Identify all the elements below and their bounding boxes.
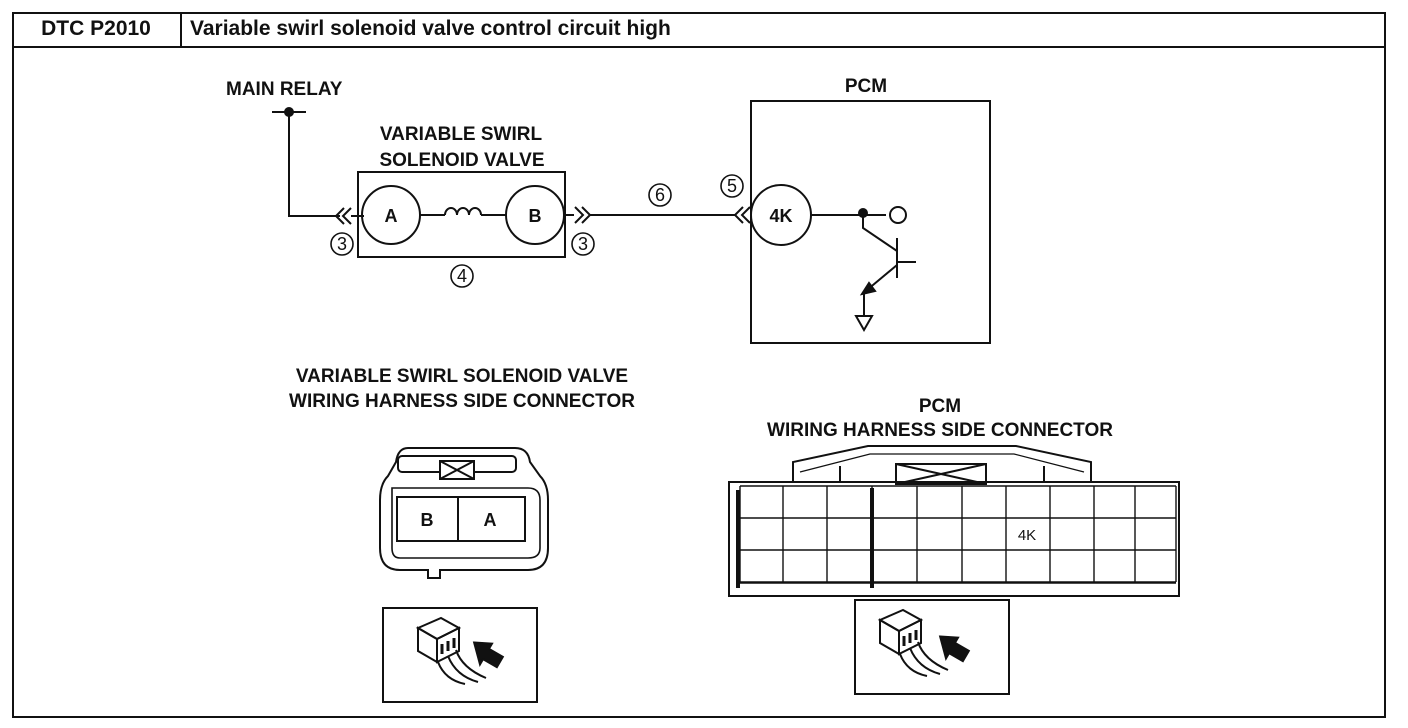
- valve-view-direction-icon: [382, 607, 538, 703]
- view-arrow-icon: [472, 641, 505, 669]
- right-connector-symbol: [574, 206, 585, 224]
- svg-text:6: 6: [655, 185, 665, 205]
- valve-label-line-1: VARIABLE SWIRL: [380, 124, 543, 145]
- pcm-connector-title-2: WIRING HARNESS SIDE CONNECTOR: [767, 420, 1113, 441]
- pcm-connector-drawing: [728, 445, 1180, 597]
- dtc-title: Variable swirl solenoid valve control ci…: [190, 17, 671, 40]
- svg-text:4: 4: [457, 266, 467, 286]
- left-connector-symbol: [334, 207, 345, 225]
- pcm-view-direction-icon: [854, 599, 1010, 695]
- valve-connector-pin-a: A: [484, 510, 497, 530]
- pcm-connector-pin-4k: 4K: [1018, 527, 1036, 544]
- callout-left-connector: 3: [330, 232, 354, 256]
- dtc-code: DTC P2010: [12, 12, 182, 46]
- valve-connector-pin-field: [396, 496, 526, 542]
- valve-connector-housing: [379, 447, 549, 579]
- header-bar: DTC P2010 Variable swirl solenoid valve …: [12, 12, 1386, 48]
- svg-text:3: 3: [337, 234, 347, 254]
- callout-right-connector: 3: [571, 232, 595, 256]
- emitter-arrow-icon: [859, 281, 877, 296]
- circuit-schematic: [272, 100, 991, 344]
- main-relay-node: [284, 107, 294, 117]
- svg-text:5: 5: [727, 176, 737, 196]
- pcm-connector-top-rib: [792, 445, 1092, 482]
- pcm-connector-title-1: PCM: [919, 396, 961, 417]
- pcm-lock-tab-icon: [895, 463, 987, 485]
- coil-icon: [444, 207, 482, 216]
- pcm-pin-label: 4K: [769, 206, 792, 226]
- ground-icon: [854, 315, 874, 333]
- valve-connector-title-2: WIRING HARNESS SIDE CONNECTOR: [289, 391, 635, 412]
- valve-connector-drawing: [379, 447, 549, 579]
- pcm-label: PCM: [845, 76, 887, 97]
- pcm-view-arrow-icon: [938, 635, 971, 663]
- valve-connector-pin-b: B: [421, 510, 434, 530]
- callout-wire: 6: [648, 183, 672, 207]
- valve-connector-title-1: VARIABLE SWIRL SOLENOID VALVE: [296, 366, 628, 387]
- svg-text:3: 3: [578, 234, 588, 254]
- pcm-connector-symbol: [733, 206, 744, 224]
- pcm-connector-housing: [728, 481, 1180, 597]
- valve-label-line-2: SOLENOID VALVE: [379, 150, 544, 171]
- valve-pin-a-label: A: [385, 206, 398, 226]
- main-relay-label: MAIN RELAY: [226, 79, 343, 100]
- valve-pin-b-label: B: [529, 206, 542, 226]
- pcm-pin-grid: [739, 485, 1177, 583]
- callout-pcm-connector: 5: [720, 174, 744, 198]
- pcm-output-terminal: [889, 206, 907, 224]
- transistor-collector: [862, 215, 898, 252]
- callout-valve: 4: [450, 264, 474, 288]
- diagram-frame: [12, 12, 1386, 718]
- relay-wire: [288, 112, 340, 217]
